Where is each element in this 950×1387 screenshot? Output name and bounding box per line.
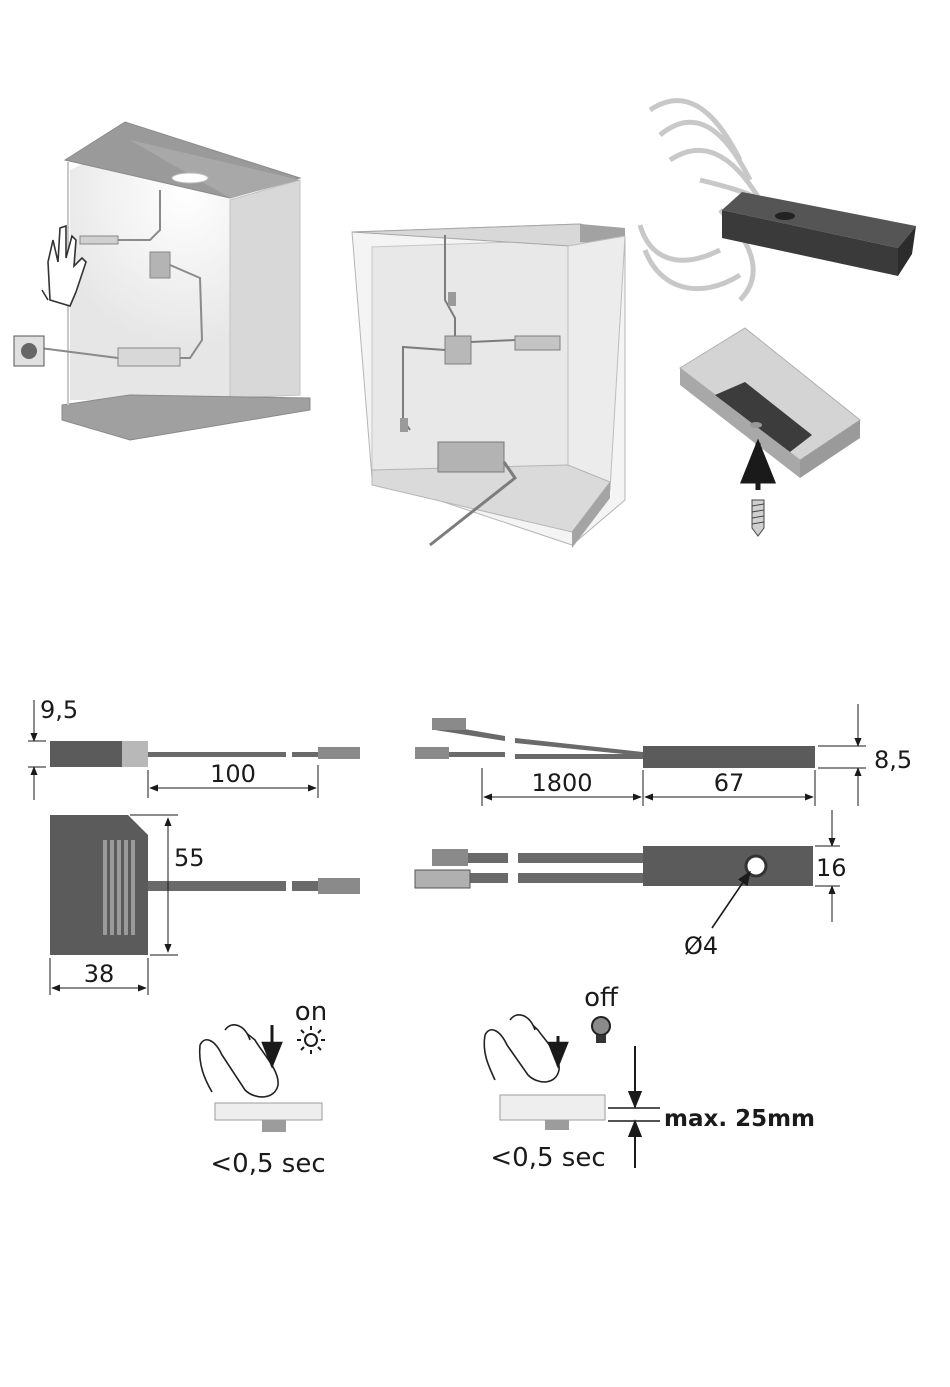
sensor-width-label: 16 xyxy=(816,854,847,882)
converter-depth-label: 38 xyxy=(84,960,115,988)
mounting-illustration xyxy=(680,328,860,536)
sensor-top-view: 16 Ø4 xyxy=(415,810,847,960)
on-time-label: <0,5 sec xyxy=(210,1149,325,1179)
converter-side-view: 9,5 100 xyxy=(28,696,360,800)
converter-width-label: 55 xyxy=(174,844,205,872)
off-time-label: <0,5 sec xyxy=(490,1143,605,1173)
downlight-icon xyxy=(172,173,208,183)
converter-top-view: 55 38 xyxy=(50,815,360,995)
operation-off: off max. 25mm <0,5 sec xyxy=(484,983,815,1173)
converter-cable-length-label: 100 xyxy=(210,760,256,788)
operation-on: on <0,5 sec xyxy=(200,997,328,1179)
on-label: on xyxy=(295,997,327,1027)
finger-icon xyxy=(484,1015,559,1082)
max-distance-label: max. 25mm xyxy=(664,1106,815,1132)
sensor-side-view: 8,5 1800 67 xyxy=(415,704,912,806)
wall-socket-icon xyxy=(14,336,44,366)
finger-icon xyxy=(200,1025,278,1097)
screw-icon xyxy=(752,500,764,536)
converter-height-label: 9,5 xyxy=(40,696,78,724)
off-label: off xyxy=(584,983,619,1013)
sensor-height-label: 8,5 xyxy=(874,746,912,774)
cabinet-illustration-left xyxy=(14,122,310,440)
hole-diameter-label: Ø4 xyxy=(684,932,718,960)
sensor-length-label: 67 xyxy=(714,769,745,797)
sensor-cable-length-label: 1800 xyxy=(531,769,592,797)
cabinet-illustration-middle xyxy=(352,224,625,548)
sun-icon xyxy=(297,1026,325,1054)
led-bulb-icon xyxy=(592,1017,610,1043)
